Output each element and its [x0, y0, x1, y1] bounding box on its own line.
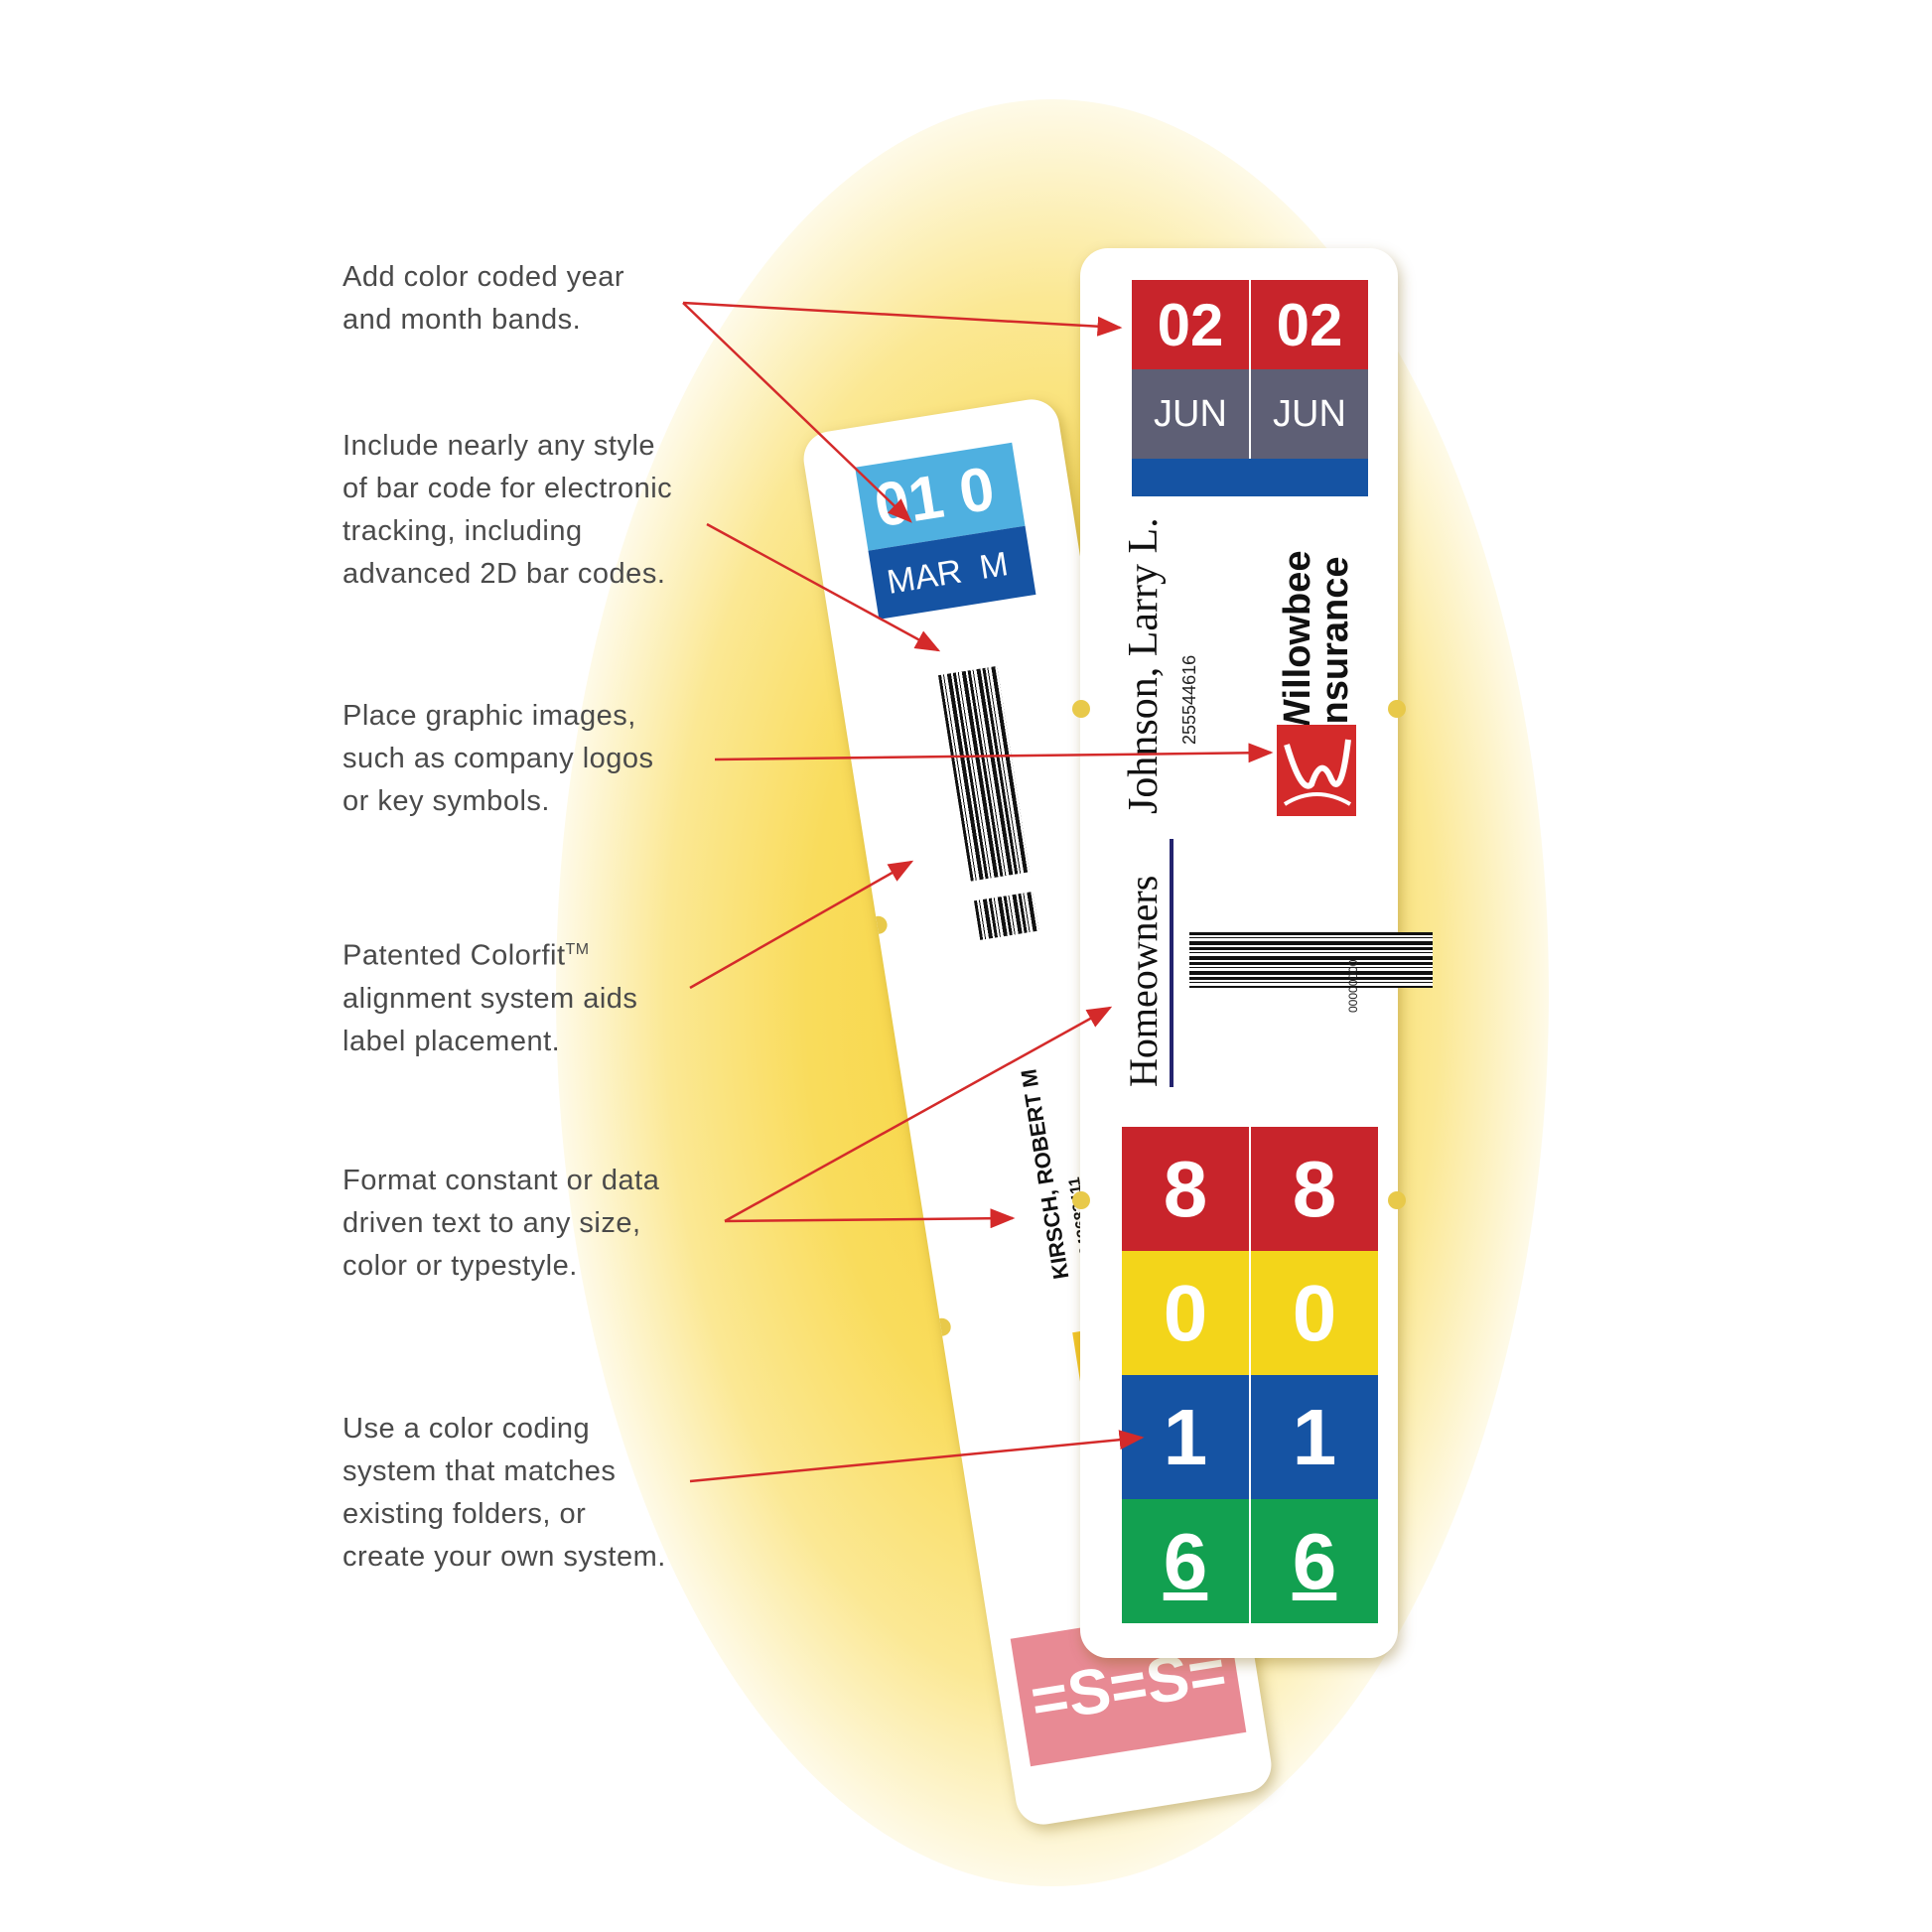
digit-band-3-left: 1 [1122, 1375, 1249, 1499]
digit-band-2-left: 0 [1122, 1251, 1249, 1375]
digit-band-2-right: 0 [1251, 1251, 1378, 1375]
callout-color-coding: Use a color coding system that matches e… [343, 1413, 666, 1573]
digit-band-1-right: 8 [1251, 1127, 1378, 1251]
colorfit-notch [1072, 1191, 1090, 1209]
front-month-band-left: JUN [1132, 369, 1249, 459]
willowbee-logo-icon [1277, 725, 1356, 816]
callout-bar-codes: Include nearly any style of bar code for… [343, 430, 673, 590]
callout-year-month-bands: Add color coded year and month bands. [343, 261, 625, 336]
front-month-band-right: JUN [1251, 369, 1368, 459]
callout-format-text: Format constant or data driven text to a… [343, 1165, 660, 1282]
digit-band-3-right: 1 [1251, 1375, 1378, 1499]
logo-swoosh-icon [1283, 739, 1352, 806]
colorfit-notch [1072, 700, 1090, 718]
colorfit-notch [1388, 1191, 1406, 1209]
back-2d-barcode [937, 665, 1031, 882]
front-barcode [1189, 932, 1433, 988]
digit-band-1-left: 8 [1122, 1127, 1249, 1251]
customer-name: Johnson, Larry L. [1121, 517, 1167, 814]
digit-band-4-left: 6 [1122, 1499, 1249, 1623]
category-rule [1170, 839, 1173, 1087]
customer-number: 255544616 [1179, 654, 1199, 745]
front-file-label: 02 02 JUN JUN Johnson, Larry L. 25554461… [1072, 248, 1433, 1658]
colorfit-notch [1388, 700, 1406, 718]
callout-graphic-images: Place graphic images, such as company lo… [343, 700, 654, 817]
back-name-text: KIRSCH, ROBERT M [1016, 1067, 1074, 1282]
trademark-mark: TM [565, 941, 590, 958]
front-year-band-right: 02 [1251, 280, 1368, 369]
digit-band-4-right: 6 [1251, 1499, 1378, 1623]
callout-colorfit: Patented ColorfitTM alignment system aid… [343, 939, 638, 1057]
barcode-text: 00000000 [1346, 959, 1360, 1013]
company-name: Willowbee Insurance [1277, 550, 1356, 735]
front-year-band-left: 02 [1132, 280, 1249, 369]
front-color-band [1132, 459, 1368, 496]
back-barcode-tail [973, 892, 1039, 940]
category-text: Homeowners [1121, 875, 1166, 1087]
